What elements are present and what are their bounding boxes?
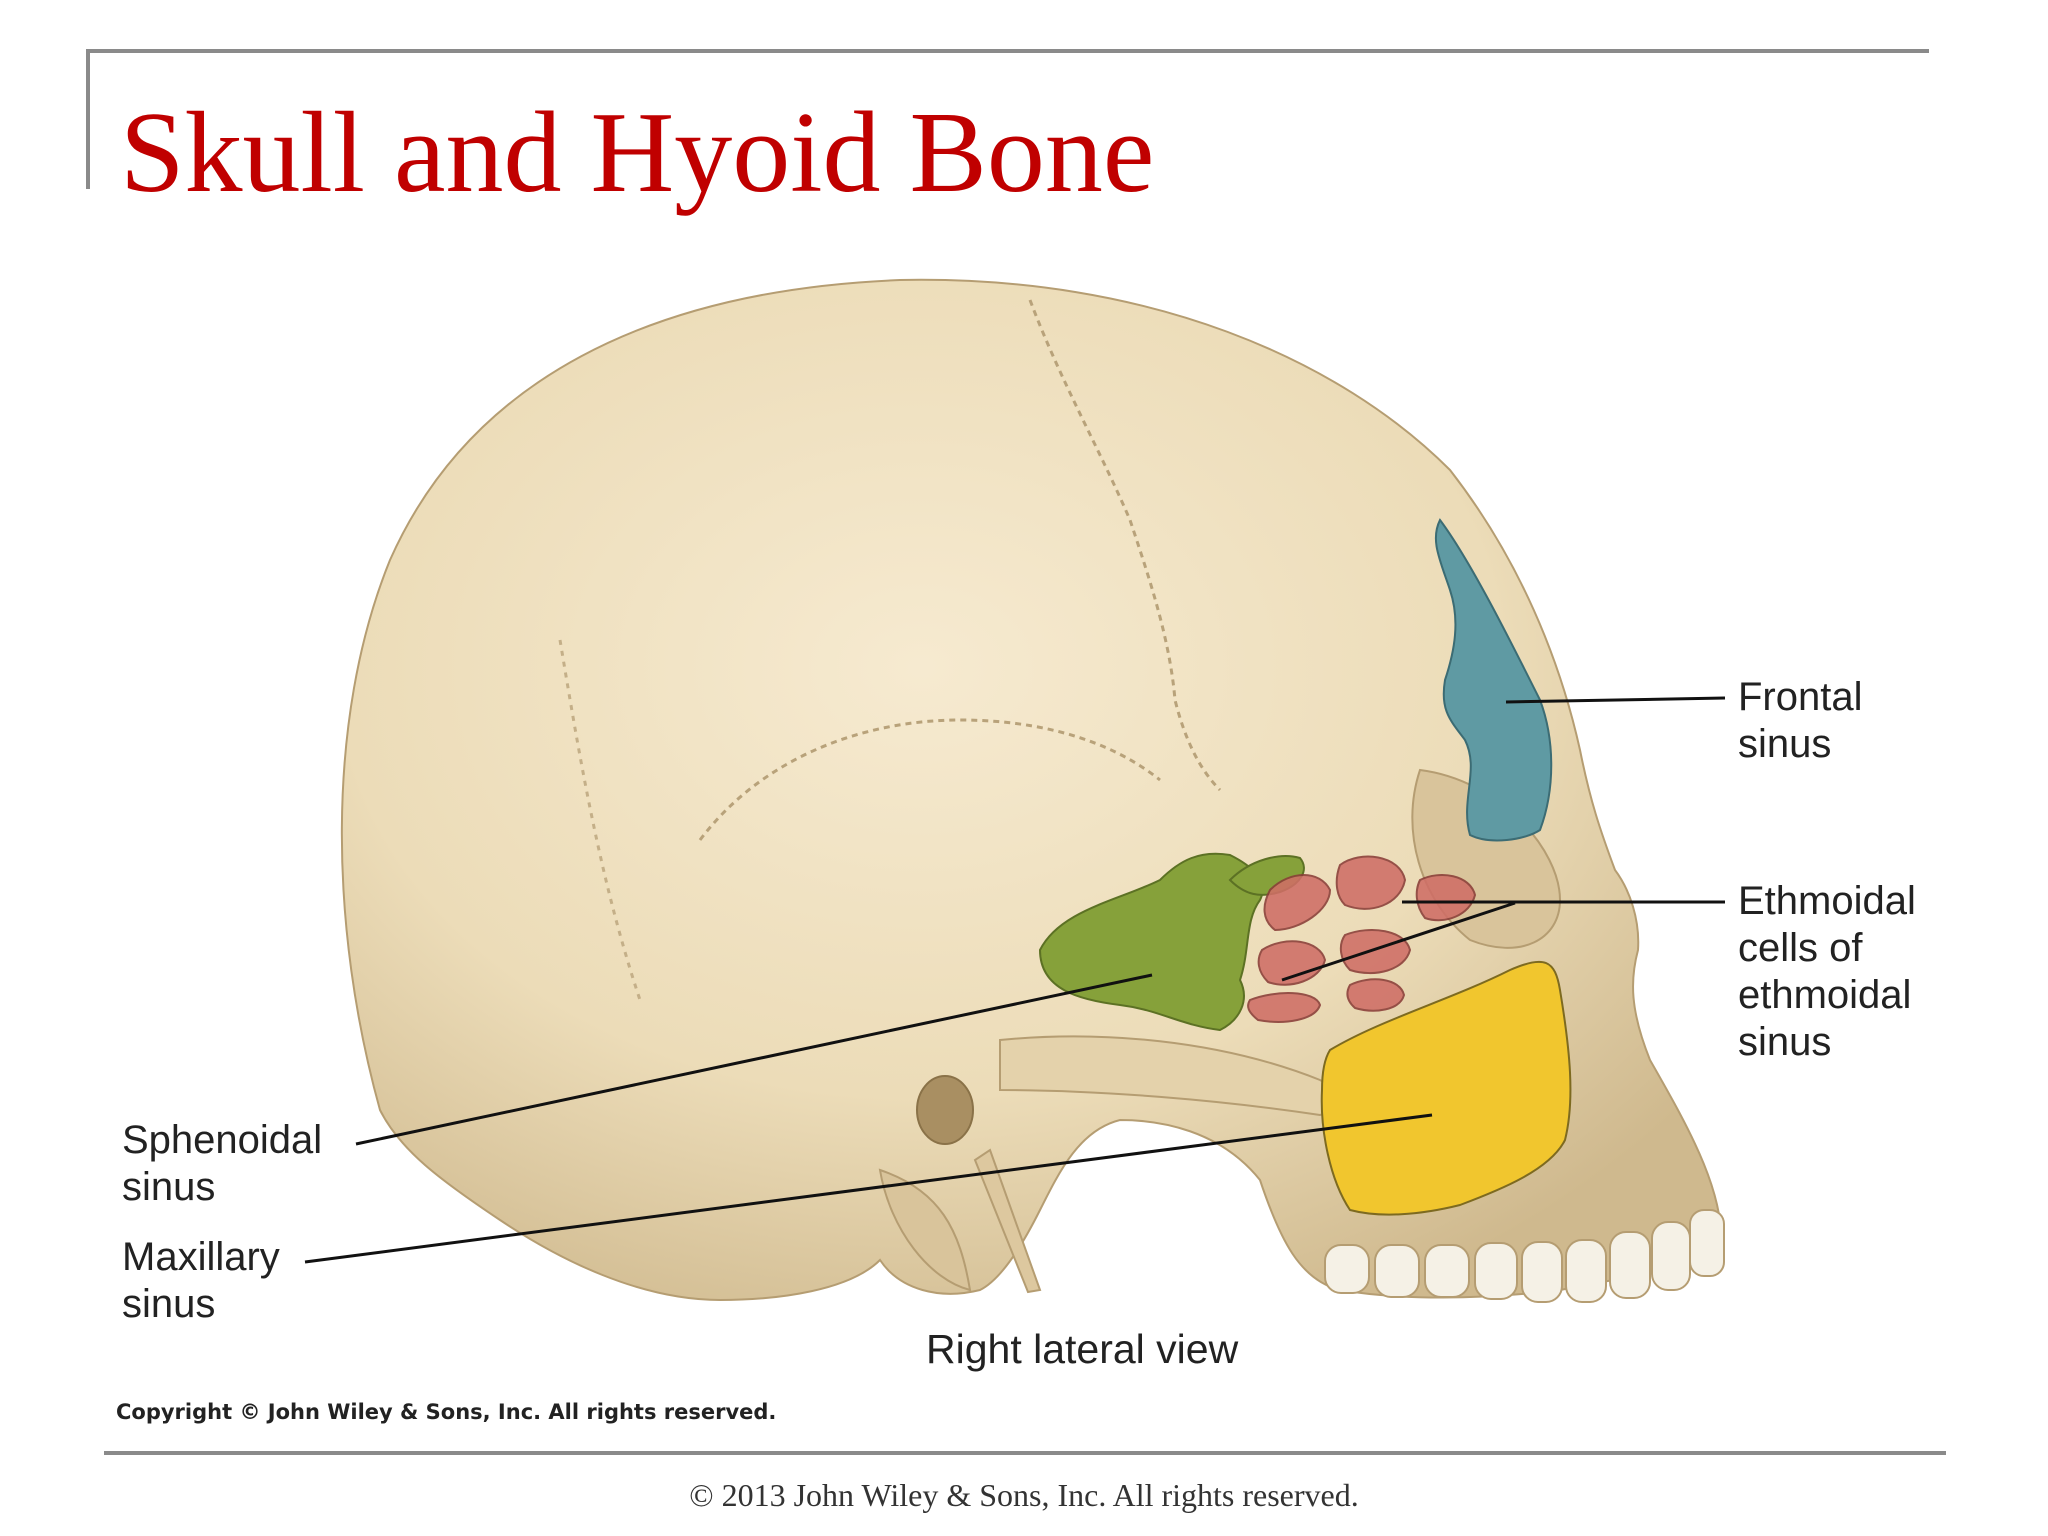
tooth [1324,1244,1370,1294]
mastoid-process [878,1168,972,1292]
figure-copyright: Copyright © John Wiley & Sons, Inc. All … [116,1400,777,1424]
squamosal-suture [698,718,1161,841]
tooth [1424,1244,1470,1298]
label-ethmoidal-cells: Ethmoidal cells of ethmoidal sinus [1738,879,1916,1064]
leader-sphenoidal-sinus [355,973,1153,1146]
tooth [1474,1242,1518,1300]
ethmoidal-cells-group [1247,855,1477,1023]
tooth [1651,1221,1691,1291]
tooth [1374,1244,1420,1298]
slide-footer: © 2013 John Wiley & Sons, Inc. All right… [689,1477,1359,1513]
leader-frontal-sinus [1505,696,1726,704]
ethmoidal-cell [1415,874,1477,922]
slide-frame-top [86,49,1929,53]
leader-ethmoidal-cells-2 [1281,901,1516,982]
styloid-process [973,1148,1042,1294]
tooth [1609,1231,1651,1299]
ethmoidal-cell [1339,929,1412,975]
external-acoustic-meatus [916,1075,974,1145]
view-caption: Right lateral view [926,1326,1239,1372]
ethmoidal-cell [1257,940,1327,986]
maxillary-teeth [1324,1209,1725,1303]
ethmoidal-cell [1346,978,1406,1012]
ethmoidal-cell [1263,874,1332,932]
label-frontal-sinus: Frontal sinus [1738,675,1863,766]
maxillary-sinus-shape [1320,960,1572,1216]
frontal-sinus-shape [1434,518,1553,842]
lambdoid-suture [558,639,642,1001]
tooth [1689,1209,1725,1277]
ethmoidal-cell [1247,992,1322,1023]
leader-maxillary-sinus [304,1113,1433,1264]
label-sphenoidal-sinus: Sphenoidal sinus [122,1118,323,1209]
slide-frame-left [86,49,90,189]
slide-title: Skull and Hyoid Bone [120,89,1155,217]
leader-lines [304,696,1726,1264]
tooth [1521,1241,1563,1303]
ethmoidal-cell [1335,855,1407,910]
label-maxillary-sinus: Maxillary sinus [122,1235,280,1326]
coronal-suture [1028,299,1222,792]
slide-frame-bottom [104,1451,1946,1455]
tooth [1565,1239,1607,1303]
